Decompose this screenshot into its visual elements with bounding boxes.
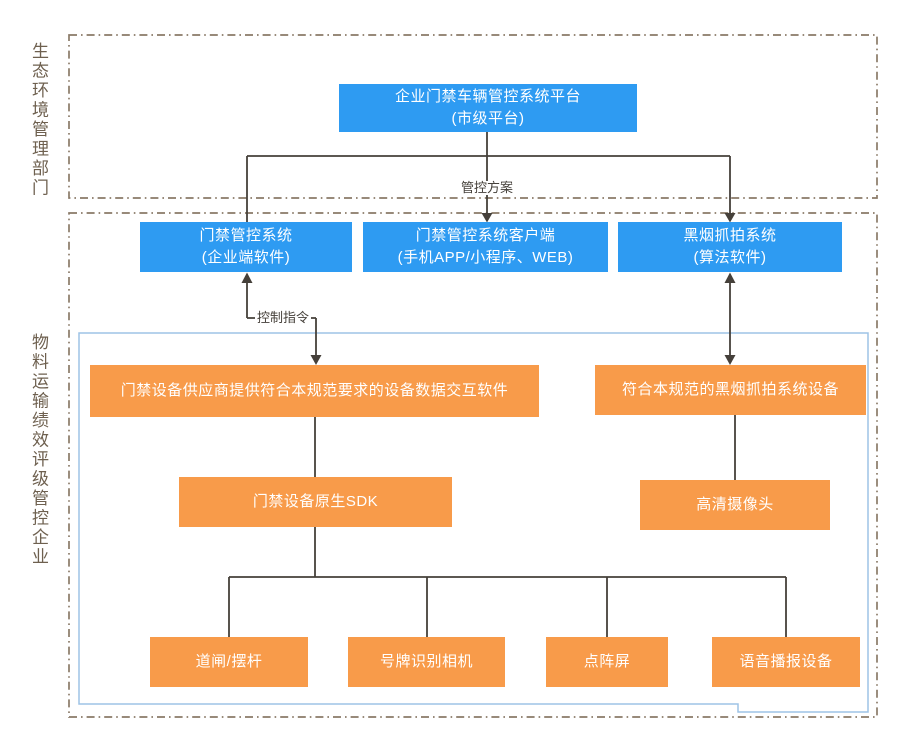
device-enclosure-border	[78, 332, 869, 713]
node-access-control-system-line1: 门禁管控系统	[199, 227, 293, 245]
node-city-platform-line1: 企业门禁车辆管控系统平台	[394, 88, 581, 106]
node-access-client-line2: (手机APP/小程序、WEB)	[397, 249, 574, 266]
arrowhead-down-to-smoke-device	[724, 355, 736, 365]
edge-label-control-plan: 管控方案	[458, 180, 516, 195]
node-barrier-gate-line1: 道闸/摆杆	[195, 653, 263, 671]
node-plate-recognition-camera: 号牌识别相机	[348, 637, 505, 687]
node-vendor-interaction-software-line1: 门禁设备供应商提供符合本规范要求的设备数据交互软件	[120, 382, 509, 400]
arrowhead-up-to-smoke-system-box	[724, 272, 736, 283]
connector-sdk-tree	[228, 417, 787, 637]
side-label-transport-enterprise: 物料运输绩效评级管控企业	[29, 333, 48, 567]
top-region-dashed-border	[68, 34, 878, 199]
node-city-platform: 企业门禁车辆管控系统平台 (市级平台)	[339, 84, 637, 132]
node-smoke-capture-device: 符合本规范的黑烟抓拍系统设备	[595, 365, 866, 415]
node-smoke-capture-system: 黑烟抓拍系统 (算法软件)	[618, 222, 842, 272]
node-dot-matrix-screen-line1: 点阵屏	[583, 653, 631, 671]
arrowhead-up-to-access-system	[241, 272, 253, 283]
node-voice-broadcast-device-line1: 语音播报设备	[739, 653, 833, 671]
connector-platform-fanout	[246, 132, 731, 222]
node-native-sdk-line1: 门禁设备原生SDK	[252, 493, 379, 511]
node-hd-camera: 高清摄像头	[640, 480, 830, 530]
side-label-environment-department: 生态环境管理部门	[29, 42, 48, 198]
node-access-client-line1: 门禁管控系统客户端	[415, 227, 556, 245]
bottom-region-dashed-border	[68, 212, 878, 718]
node-access-control-system-line2: (企业端软件)	[201, 249, 291, 266]
edge-label-control-command: 控制指令	[254, 310, 312, 325]
node-voice-broadcast-device: 语音播报设备	[712, 637, 860, 687]
node-dot-matrix-screen: 点阵屏	[546, 637, 668, 687]
node-plate-recognition-camera-line1: 号牌识别相机	[379, 653, 473, 671]
node-smoke-capture-system-line1: 黑烟抓拍系统	[683, 227, 777, 245]
node-smoke-capture-system-line2: (算法软件)	[693, 249, 767, 266]
node-vendor-interaction-software: 门禁设备供应商提供符合本规范要求的设备数据交互软件	[90, 365, 539, 417]
node-access-client: 门禁管控系统客户端 (手机APP/小程序、WEB)	[363, 222, 608, 272]
node-native-sdk: 门禁设备原生SDK	[179, 477, 452, 527]
arrowhead-down-to-client	[481, 213, 493, 223]
arrowhead-down-to-smoke-system	[724, 213, 736, 223]
arrowhead-down-to-vendor-software	[310, 355, 322, 365]
node-barrier-gate: 道闸/摆杆	[150, 637, 308, 687]
node-smoke-capture-device-line1: 符合本规范的黑烟抓拍系统设备	[621, 381, 839, 399]
node-city-platform-line2: (市级平台)	[451, 110, 525, 127]
node-access-control-system: 门禁管控系统 (企业端软件)	[140, 222, 352, 272]
node-hd-camera-line1: 高清摄像头	[696, 496, 774, 514]
